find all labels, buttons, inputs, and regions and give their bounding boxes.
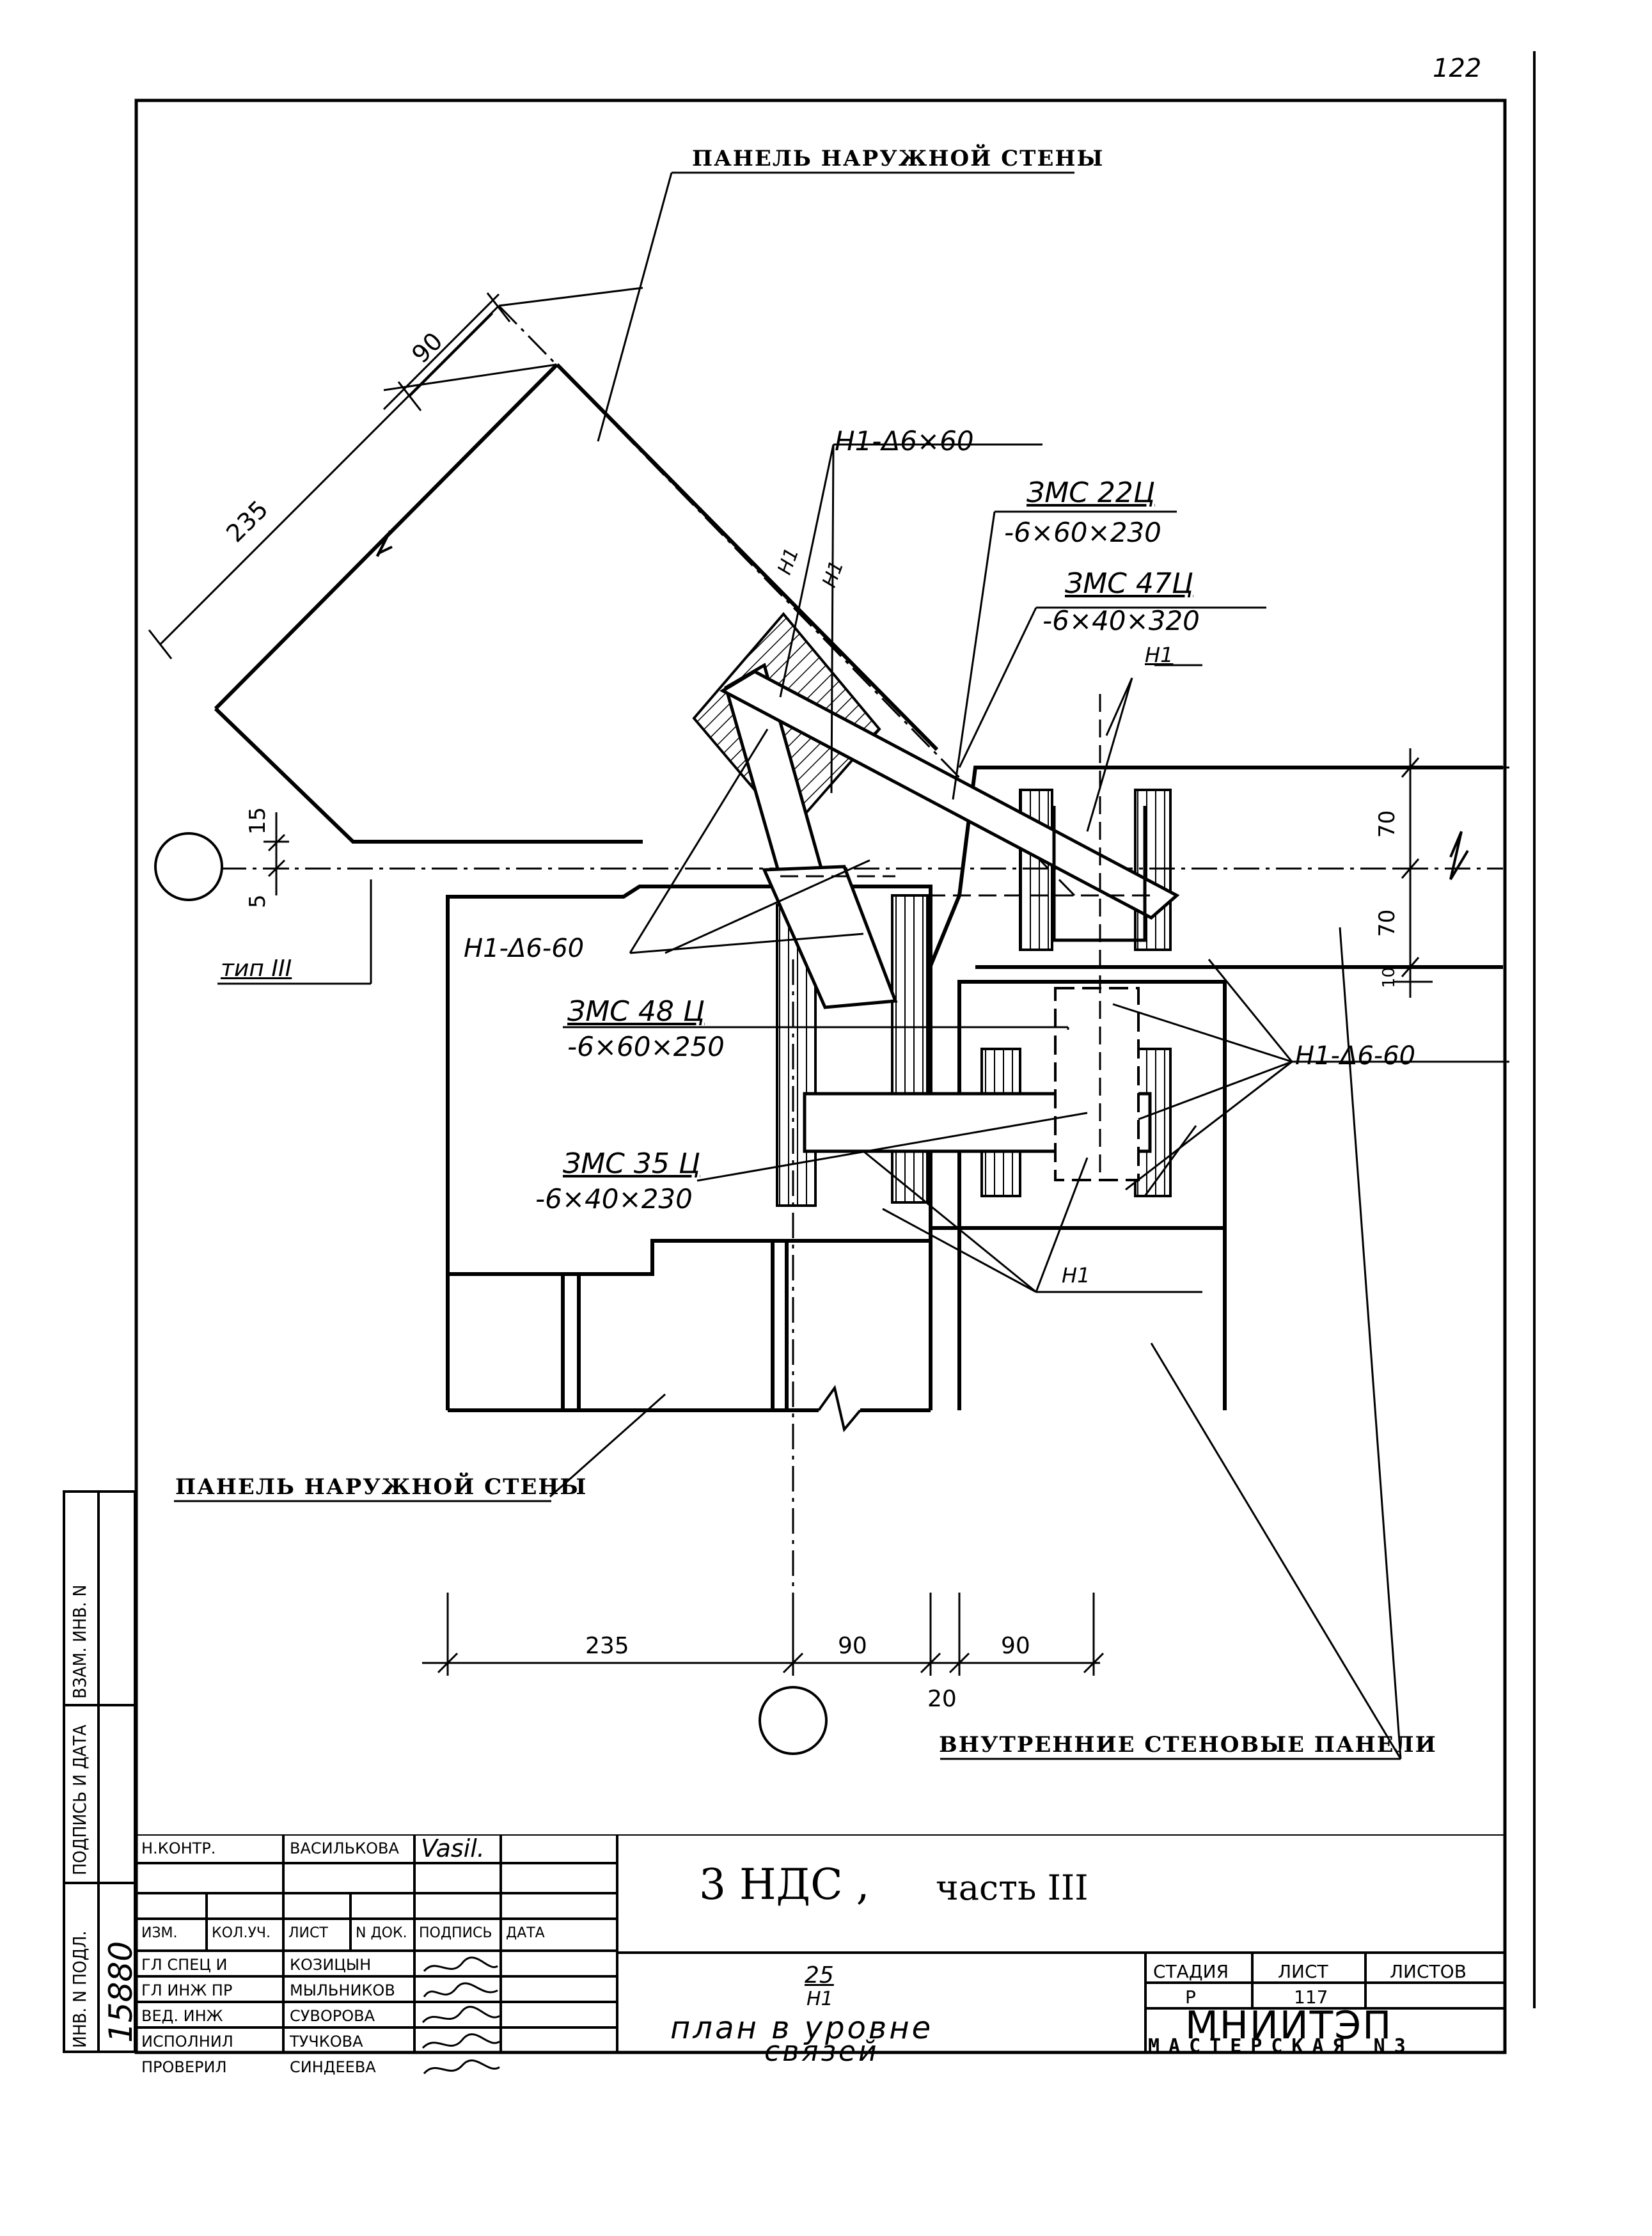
lower-left-wall (446, 885, 932, 1412)
tb-col-data: ДАТА (506, 1925, 545, 1941)
side-inv-orig: ИНВ. N ПОДЛ. (69, 1930, 90, 2048)
tb-description-1: план в уровне (670, 2010, 934, 2046)
tb-name-4: ТУЧКОВА (290, 2033, 363, 2051)
tb-norm-role: Н.КОНТР. (141, 1839, 216, 1857)
tb-stage-value: Р (1185, 1987, 1196, 2008)
plate-vertical (1054, 987, 1140, 1181)
dim-70-lower: 70 (1374, 909, 1400, 937)
tb-norm-name: ВАСИЛЬКОВА (290, 1839, 399, 1857)
tb-org: МНИИТЭП (1185, 2003, 1393, 2048)
right-margin-line (1533, 51, 1536, 2008)
side-inv-value: 15880 (102, 1941, 139, 2043)
page-number: 122 (1433, 54, 1482, 83)
tb-role-2: ГЛ ИНЖ ПР (141, 1981, 233, 1999)
side-sign-date: ПОДПИСЬ И ДАТА (69, 1724, 90, 1875)
tb-name-3: СУВОРОВА (290, 2007, 375, 2025)
label-type: тип III (221, 956, 292, 982)
dim-bottom-235: 235 (585, 1633, 629, 1659)
tb-col-podpis: ПОДПИСЬ (419, 1925, 492, 1941)
bottom-dims (422, 1593, 1105, 1676)
tb-drawing-sub: Н1 (806, 1988, 833, 2010)
label-zms22-size: -6×60×230 (1004, 517, 1161, 548)
tb-workshop: МАСТЕРСКАЯ N3 (1148, 2035, 1415, 2058)
right-dims (1394, 748, 1509, 998)
label-h1-left: Н1-Δ6-60 (464, 934, 585, 963)
tb-name-1: КОЗИЦЫН (290, 1956, 372, 1974)
tb-col-izm: ИЗМ. (141, 1925, 178, 1941)
tb-col-list: ЛИСТ (288, 1925, 328, 1941)
dim-70-upper: 70 (1374, 810, 1400, 838)
tb-sheet-header: ЛИСТ (1278, 1961, 1328, 1982)
tb-drawing-no: 25 (805, 1962, 834, 1988)
label-zms35-name: ЗМС 35 Ц (563, 1147, 701, 1180)
label-n1-d: Н1 (1062, 1263, 1090, 1287)
tb-name-2: МЫЛЬНИКОВ (290, 1981, 395, 1999)
hatch-block-4 (1134, 789, 1172, 951)
hatch-block-2 (891, 894, 929, 1204)
tb-part: часть III (936, 1868, 1089, 1908)
label-zms47-name: ЗМС 47Ц (1065, 567, 1194, 600)
label-zms35-size: -6×40×230 (535, 1183, 693, 1215)
tb-sheets-header: ЛИСТОВ (1390, 1961, 1467, 1982)
tb-role-1: ГЛ СПЕЦ И (141, 1956, 228, 1974)
label-zms48-size: -6×60×250 (567, 1031, 725, 1062)
label-n1-c: Н1 (1145, 643, 1174, 667)
tb-stage-header: СТАДИЯ (1153, 1961, 1229, 1982)
label-zms48-name: ЗМС 48 Ц (567, 995, 705, 1028)
tb-name-5: СИНДЕЕВА (290, 2058, 376, 2076)
label-outer-wall-bottom: ПАНЕЛЬ НАРУЖНОЙ СТЕНЫ (175, 1474, 588, 1500)
label-inner-walls: ВНУТРЕННИЕ СТЕНОВЫЕ ПАНЕЛИ (939, 1732, 1437, 1758)
dim-5: 5 (245, 894, 271, 908)
axis-marker-bottom (759, 1686, 828, 1755)
leader-lines (549, 171, 1509, 1760)
dim-bottom-90-b: 90 (1001, 1633, 1030, 1659)
side-inv-repl: ВЗАМ. ИНВ. N (69, 1584, 90, 1699)
tb-col-kolch: КОЛ.УЧ. (212, 1925, 271, 1941)
title-block: Н.КОНТР. ВАСИЛЬКОВА Vasil. ИЗМ. КОЛ.УЧ. … (136, 1834, 1505, 2076)
tb-role-4: ИСПОЛНИЛ (141, 2033, 233, 2051)
tb-role-3: ВЕД. ИНЖ (141, 2007, 223, 2025)
tb-role-5: ПРОВЕРИЛ (141, 2058, 227, 2076)
top-dimension-lines (148, 287, 643, 659)
label-zms22-name: ЗМС 22Ц (1027, 476, 1156, 509)
dim-10: 10 (1380, 967, 1399, 988)
tb-description-2: связей (764, 2035, 879, 2068)
tb-sheet-value: 117 (1294, 1987, 1328, 2008)
axis-marker-left (154, 832, 223, 901)
label-h1-top: Н1-Δ6×60 (835, 425, 974, 457)
left-small-dims (264, 812, 289, 895)
label-outer-wall-top: ПАНЕЛЬ НАРУЖНОЙ СТЕНЫ (692, 146, 1105, 171)
dim-bottom-20: 20 (927, 1686, 957, 1712)
tb-col-ndok: N ДОК. (356, 1925, 407, 1941)
tb-norm-signature: Vasil. (421, 1834, 485, 1862)
label-h1-right: Н1-Δ6-60 (1295, 1041, 1416, 1071)
tb-signatures (421, 1956, 500, 2075)
dim-bottom-90-a: 90 (838, 1633, 867, 1659)
plate-zms47 (719, 670, 1180, 920)
tb-project: 3 НДС , (699, 1860, 870, 1909)
dim-15: 15 (245, 807, 271, 835)
label-zms47-size: -6×40×320 (1042, 605, 1200, 636)
side-stamp: ВЗАМ. ИНВ. N ПОДПИСЬ И ДАТА ИНВ. N ПОДЛ.… (63, 1490, 139, 2053)
